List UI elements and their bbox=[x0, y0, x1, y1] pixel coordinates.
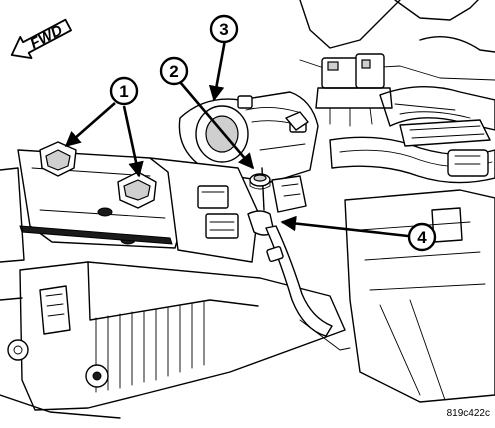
callout-1-label: 1 bbox=[119, 82, 128, 101]
forward-direction-indicator: FWD bbox=[10, 18, 72, 60]
lower-tray bbox=[0, 167, 346, 419]
fwd-arrow-icon bbox=[10, 18, 72, 60]
callout-3: 3 bbox=[209, 14, 239, 44]
callout-4: 4 bbox=[407, 222, 437, 252]
leader-1b bbox=[122, 105, 144, 178]
callout-2: 2 bbox=[159, 56, 189, 86]
leader-4 bbox=[280, 215, 409, 238]
callout-1: 1 bbox=[109, 76, 139, 106]
grommet-left bbox=[39, 141, 77, 177]
callout-4-label: 4 bbox=[417, 228, 427, 247]
callout-3-label: 3 bbox=[219, 20, 228, 39]
ground-strap bbox=[247, 167, 351, 351]
relay-block bbox=[315, 53, 393, 127]
callout-leaders bbox=[64, 39, 409, 238]
nut bbox=[249, 173, 271, 190]
leader-1a bbox=[64, 102, 116, 148]
grommet-right bbox=[117, 171, 157, 209]
leader-3 bbox=[208, 39, 227, 102]
callout-2-label: 2 bbox=[169, 62, 178, 81]
fwd-label: FWD bbox=[27, 22, 65, 53]
figure-code: 819c422c bbox=[447, 408, 490, 419]
leader-2 bbox=[179, 81, 255, 170]
